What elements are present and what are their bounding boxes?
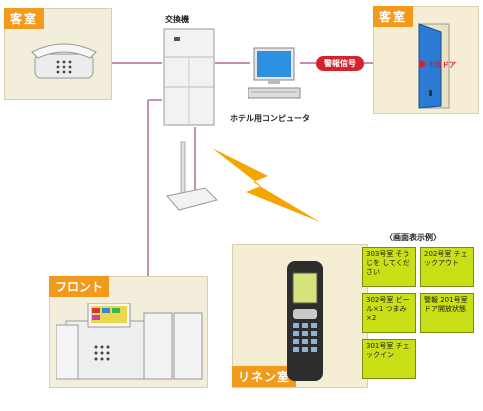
wireless-lightning-icon xyxy=(212,148,320,222)
screen-example-label: 〈画面表示例〉 xyxy=(385,233,441,242)
door-sensor-dot xyxy=(418,60,426,68)
handheld-phone-icon xyxy=(287,261,323,381)
door-open-label: 半開ドア xyxy=(428,61,456,69)
screen-example-5: 301号室 チェックイン xyxy=(362,339,416,379)
screen-example-1: 303号室 そうじを してください xyxy=(362,247,416,287)
screen-example-2: 202号室 チェックアウト xyxy=(420,247,474,287)
pbx-label: 交換機 xyxy=(165,15,189,24)
screen-example-3: 302号室 ビール×1 つまみ×2 xyxy=(362,293,416,333)
wireless-antenna-icon xyxy=(166,141,218,211)
screen-example-4: 警報 201号室 ドア開放状態 xyxy=(420,293,474,333)
alarm-signal-badge: 警報信号 xyxy=(316,56,364,71)
front-console-icon xyxy=(56,303,203,380)
room-telephone-icon xyxy=(31,43,97,79)
pbx-unit-icon xyxy=(163,28,215,126)
hotel-pc-label: ホテル用コンピュータ xyxy=(230,114,310,123)
hotel-computer-icon xyxy=(248,47,301,99)
guest-room-left-tag: 客室 xyxy=(4,8,45,29)
linen-room-tag: リネン室 xyxy=(232,366,297,387)
front-tag: フロント xyxy=(49,276,110,297)
guest-room-right-tag: 客室 xyxy=(373,6,414,27)
